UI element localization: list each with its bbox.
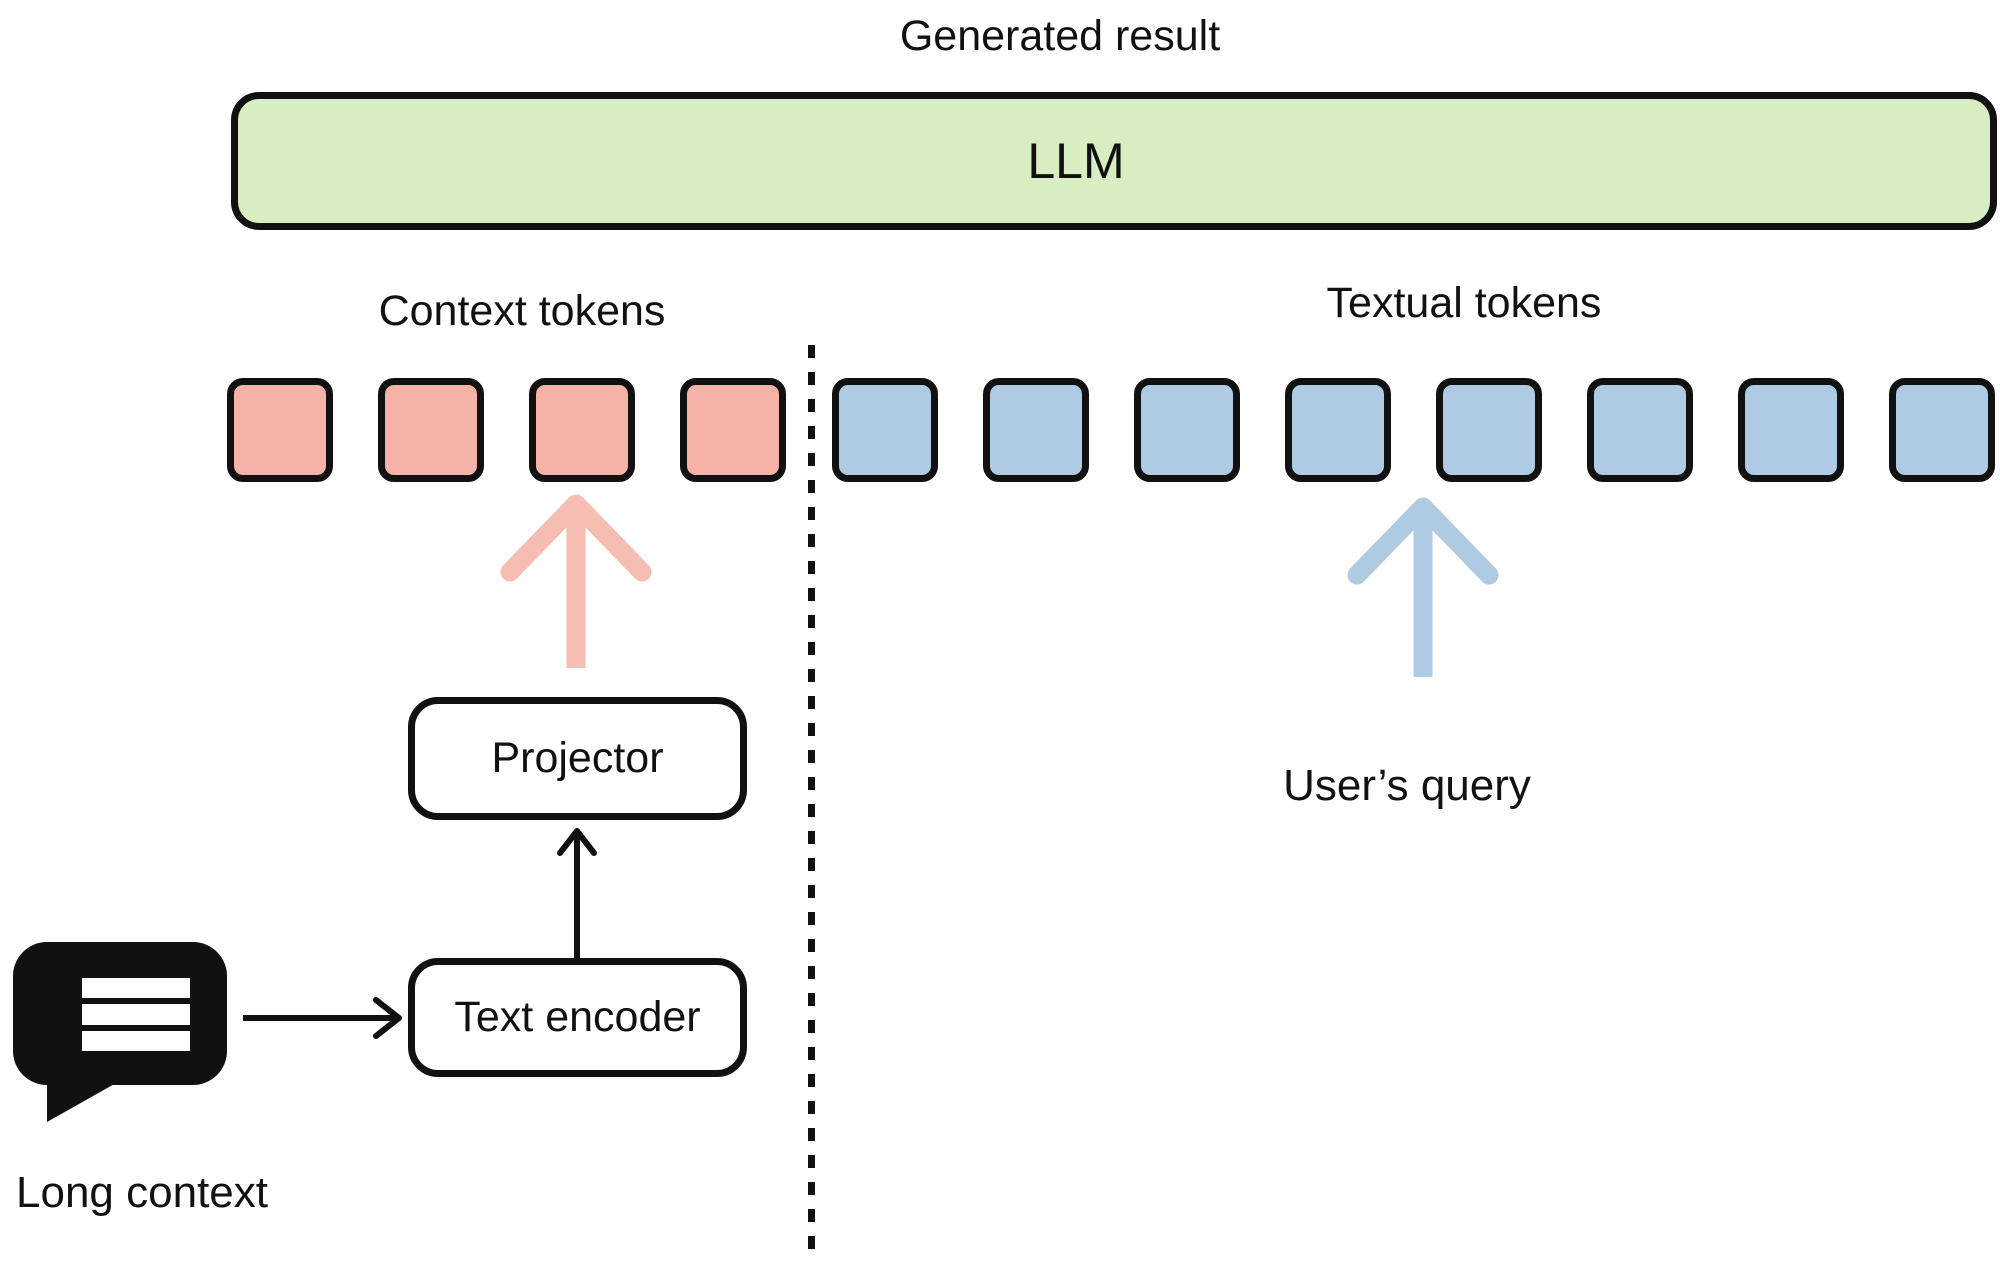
textual-token [1134,378,1240,482]
users-query-label: User’s query [1283,761,1531,810]
dashed-divider [808,345,815,1253]
textual-token [1285,378,1391,482]
context-token [529,378,635,482]
context-to-encoder-arrow [243,997,402,1039]
projector-label: Projector [491,734,664,782]
context-token [680,378,786,482]
users-query-arrow [1347,497,1499,677]
text-encoder-label: Text encoder [454,993,701,1041]
bubble-text-line [82,1031,190,1051]
projector-box: Projector [408,697,747,820]
text-encoder-box: Text encoder [408,958,747,1077]
llm-box: LLM [231,92,1997,230]
encoder-to-projector-arrow [557,828,597,958]
textual-token [1738,378,1844,482]
textual-token [832,378,938,482]
llm-label: LLM [1027,133,1125,189]
bubble-text-line [82,1004,190,1025]
context-token-row [227,378,786,482]
textual-token-row [832,378,1995,482]
context-token [227,378,333,482]
bubble-text-line [82,978,190,998]
textual-tokens-label: Textual tokens [1326,279,1602,327]
textual-token [1889,378,1995,482]
speech-bubble-icon [13,942,227,1122]
generated-result-label: Generated result [899,12,1221,60]
context-token [378,378,484,482]
context-tokens-label: Context tokens [378,287,666,335]
textual-token [1436,378,1542,482]
long-context-label: Long context [16,1168,268,1217]
textual-token [1587,378,1693,482]
textual-token [983,378,1089,482]
context-tokens-arrow [500,494,652,668]
